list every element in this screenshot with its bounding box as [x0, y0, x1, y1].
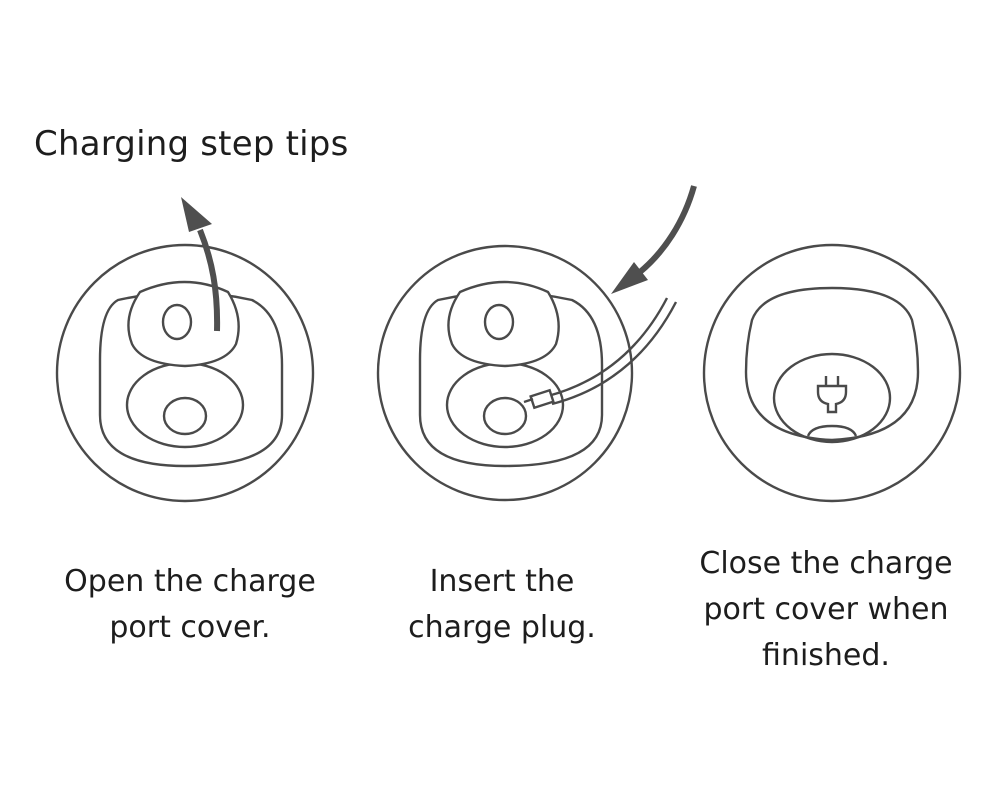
step3-caption: Close the charge port cover when finishe…	[676, 541, 976, 679]
step2-caption-line1: Insert the	[429, 564, 575, 599]
charge-plug-tip	[523, 397, 534, 404]
step3-cover-emblem-ring	[772, 352, 892, 444]
step2-port-illustration	[376, 185, 697, 502]
charge-cable-lower	[547, 297, 669, 398]
step2-caption: Insert the charge plug.	[352, 559, 652, 651]
insert-plug-arrow-head	[611, 262, 648, 294]
step2-caption-line2: charge plug.	[408, 610, 596, 645]
step1-caption-line1: Open the charge	[64, 564, 316, 599]
step3-cover-latch	[806, 424, 858, 437]
step3-closed-cover-frame	[744, 286, 920, 442]
step1-port-illustration	[55, 197, 315, 503]
step3-caption-line2: port cover when	[703, 592, 949, 627]
diagram-title: Charging step tips	[34, 124, 349, 164]
step3-caption-line3: finished.	[762, 638, 890, 673]
plug-symbol-icon	[816, 376, 848, 414]
step3-caption-line1: Close the charge	[699, 546, 953, 581]
open-cover-arrow-head	[181, 197, 212, 232]
step1-open-cover-flap	[127, 280, 240, 368]
step2-outer-ring	[376, 244, 634, 502]
step1-outer-ring	[55, 243, 315, 503]
step1-socket-pin	[162, 396, 208, 436]
step2-open-cover-flap	[447, 280, 560, 368]
step1-caption-line2: port cover.	[109, 610, 271, 645]
step3-outer-ring	[702, 243, 962, 503]
step2-cover-hole	[483, 303, 515, 341]
insert-plug-arrow-icon	[638, 185, 697, 275]
charge-cable-upper	[551, 301, 678, 406]
step2-socket-pin	[482, 396, 528, 436]
open-cover-arrow-icon	[197, 228, 221, 332]
step1-caption: Open the charge port cover.	[40, 559, 340, 651]
step1-cover-hole	[161, 303, 193, 341]
step3-port-illustration	[702, 243, 962, 503]
charge-plug-head	[529, 388, 555, 410]
